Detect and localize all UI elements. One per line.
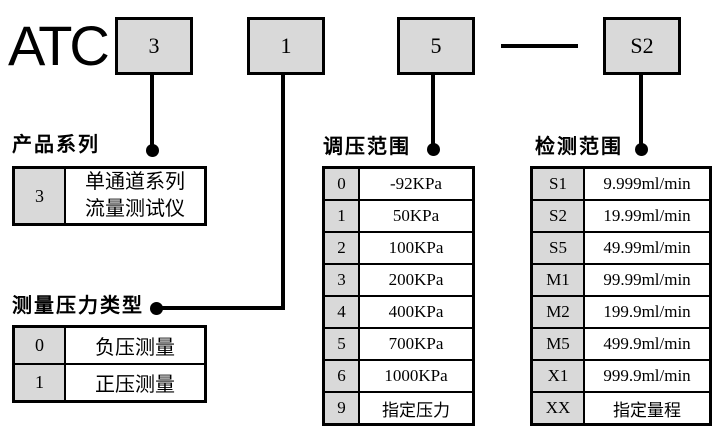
separator-dash [501,44,578,48]
section-title-pressure-type: 测量压力类型 [12,295,144,317]
code-cell: 9 [322,391,360,426]
code-cell: 4 [322,295,360,329]
table-row: M5 499.9ml/min [530,327,712,361]
table-row: 9 指定压力 [322,391,475,426]
code-cell: 0 [322,166,360,201]
code-cell: S5 [530,231,585,265]
pressure-type-table: 0 负压测量 1 正压测量 [12,325,207,403]
desc-cell: 99.99ml/min [583,263,712,297]
code-box-pressure-type: 1 [247,17,325,75]
desc-cell: 1000KPa [358,359,475,393]
table-row: 4 400KPa [322,295,475,329]
desc-cell: 400KPa [358,295,475,329]
table-row: M1 99.99ml/min [530,263,712,297]
code-cell: M1 [530,263,585,297]
code-cell: 3 [322,263,360,297]
desc-cell: 999.9ml/min [583,359,712,393]
desc-line-2: 流量测试仪 [85,198,185,220]
connector-product-series-line [150,73,154,145]
desc-cell: 50KPa [358,199,475,233]
desc-line-1: 单通道系列 [85,171,185,193]
code-cell: M2 [530,295,585,329]
code-box-pressure-type-value: 1 [280,33,292,58]
desc-cell: 单通道系列 流量测试仪 [64,166,207,226]
table-row: X1 999.9ml/min [530,359,712,393]
section-title-detection-range: 检测范围 [535,136,623,158]
desc-cell: 19.99ml/min [583,199,712,233]
table-row: S5 49.99ml/min [530,231,712,265]
code-cell: 1 [322,199,360,233]
desc-cell: 负压测量 [64,325,207,365]
connector-detection-range-dot [635,143,648,156]
code-box-detection-range-value: S2 [630,33,654,58]
connector-pressure-range-dot [427,143,440,156]
table-row: 2 100KPa [322,231,475,265]
code-cell: 0 [12,325,66,365]
product-series-table: 3 单通道系列 流量测试仪 [12,166,207,226]
desc-cell: 49.99ml/min [583,231,712,265]
table-row: 6 1000KPa [322,359,475,393]
code-box-pressure-range-value: 5 [430,33,442,58]
code-cell: 1 [12,363,66,403]
desc-cell: 正压测量 [64,363,207,403]
code-cell: S1 [530,166,585,201]
code-cell: S2 [530,199,585,233]
detection-range-table: S1 9.999ml/min S2 19.99ml/min S5 49.99ml… [530,166,712,426]
code-cell: 3 [12,166,66,226]
code-cell: XX [530,391,585,426]
table-row: S2 19.99ml/min [530,199,712,233]
table-row: XX 指定量程 [530,391,712,426]
table-row: 3 单通道系列 流量测试仪 [12,166,207,226]
desc-cell: 499.9ml/min [583,327,712,361]
desc-cell: 9.999ml/min [583,166,712,201]
desc-cell: -92KPa [358,166,475,201]
desc-cell: 指定量程 [583,391,712,426]
connector-pressure-type-vline [281,73,285,310]
table-row: S1 9.999ml/min [530,166,712,201]
table-row: M2 199.9ml/min [530,295,712,329]
desc-cell: 700KPa [358,327,475,361]
code-cell: 2 [322,231,360,265]
desc-cell: 指定压力 [358,391,475,426]
section-title-pressure-range: 调压范围 [323,136,411,158]
code-cell: 5 [322,327,360,361]
connector-pressure-type-dot [150,302,163,315]
table-row: 0 -92KPa [322,166,475,201]
table-row: 1 50KPa [322,199,475,233]
code-cell: 6 [322,359,360,393]
code-cell: M5 [530,327,585,361]
code-box-detection-range: S2 [603,17,681,75]
connector-pressure-range-line [431,73,435,145]
table-row: 5 700KPa [322,327,475,361]
desc-cell: 199.9ml/min [583,295,712,329]
table-row: 1 正压测量 [12,363,207,403]
connector-product-series-dot [146,144,159,157]
code-box-product-series-value: 3 [148,33,160,58]
model-prefix: ATC [8,14,110,77]
section-title-product-series: 产品系列 [12,134,100,156]
pressure-range-table: 0 -92KPa 1 50KPa 2 100KPa 3 200KPa 4 400… [322,166,475,426]
code-box-pressure-range: 5 [397,17,475,75]
desc-cell: 200KPa [358,263,475,297]
code-cell: X1 [530,359,585,393]
table-row: 0 负压测量 [12,325,207,365]
table-row: 3 200KPa [322,263,475,297]
code-box-product-series: 3 [115,17,193,75]
connector-pressure-type-hline [160,306,285,310]
connector-detection-range-line [639,73,643,146]
desc-cell: 100KPa [358,231,475,265]
